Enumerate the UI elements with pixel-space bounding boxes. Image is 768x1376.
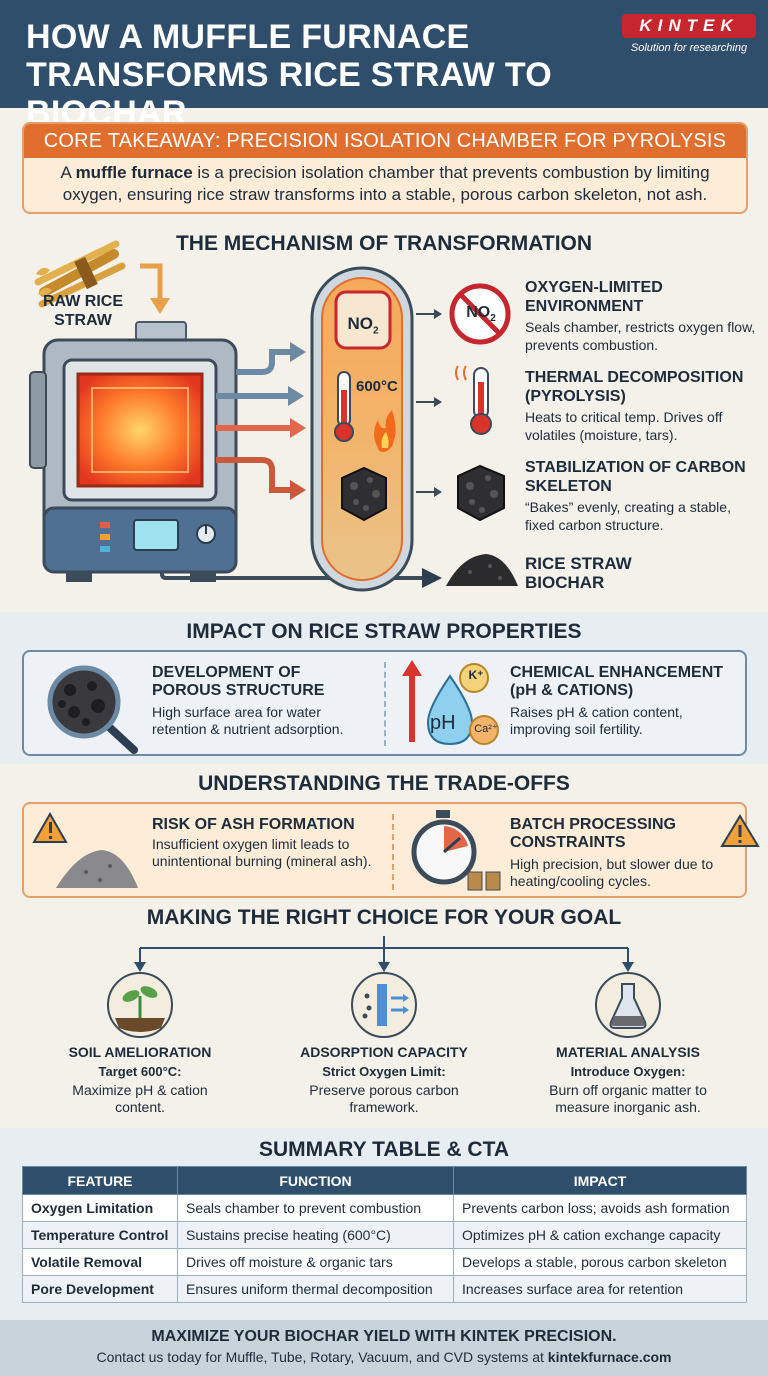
table-row: Pore Development Ensures uniform thermal… (22, 1275, 747, 1303)
chamber-no2-label: NO2 (347, 314, 379, 337)
mechanism-heading: THE MECHANISM OF TRANSFORMATION (175, 232, 593, 255)
step-3-title: STABILIZATION OF CARBON SKELETON (525, 459, 746, 495)
pyrolysis-chamber (310, 266, 414, 592)
column-header: FEATURE (22, 1166, 178, 1195)
goals-connector (134, 936, 634, 972)
warning-icon (720, 814, 760, 847)
no-oxygen-icon (449, 283, 511, 345)
tradeoff-2-text: High precision, but slower due to heatin… (510, 856, 714, 889)
table-cell: Volatile Removal (22, 1248, 178, 1276)
filter-adsorption-icon (351, 972, 417, 1038)
footer-cta: MAXIMIZE YOUR BIOCHAR YIELD WITH KINTEK … (0, 1320, 768, 1376)
column-header: IMPACT (453, 1166, 747, 1195)
summary-heading: SUMMARY TABLE & CTA (258, 1138, 510, 1161)
table-cell: Sustains precise heating (600°C) (177, 1221, 454, 1249)
summary-table: FEATURE FUNCTION IMPACT Oxygen Limitatio… (22, 1166, 747, 1303)
table-cell: Optimizes pH & cation exchange capacity (453, 1221, 747, 1249)
table-row: Volatile Removal Drives off moisture & o… (22, 1248, 747, 1276)
magnifier-porous-icon (47, 665, 138, 754)
step-1-text: Seals chamber, restricts oxygen flow, pr… (525, 319, 756, 353)
goal-3-title: MATERIAL ANALYSIS (556, 1044, 700, 1060)
core-bold-term: muffle furnace (75, 163, 193, 182)
impact-1-text: High surface area for water retention & … (152, 704, 344, 737)
tradeoff-divider (392, 814, 394, 890)
table-cell: Seals chamber to prevent combustion (177, 1194, 454, 1222)
goals-heading: MAKING THE RIGHT CHOICE FOR YOUR GOAL (146, 906, 622, 929)
stopwatch-icon (411, 810, 501, 891)
goal-2-text: Preserve porous carbon framework. (309, 1082, 459, 1115)
goal-2-title: ADSORPTION CAPACITY (300, 1044, 468, 1060)
tradeoffs-heading: UNDERSTANDING THE TRADE-OFFS (198, 772, 570, 795)
mechanism-illustration (29, 240, 518, 592)
website-link[interactable]: kintekfurnace.com (547, 1349, 672, 1365)
goal-1-text: Maximize pH & cation content. (72, 1082, 208, 1115)
logo-tagline: Solution for researching (630, 42, 748, 54)
ca-cation-label: Ca²⁺ (474, 723, 498, 735)
impact-heading: IMPACT ON RICE STRAW PROPERTIES (186, 620, 582, 643)
cta-text: Contact us today for Muffle, Tube, Rotar… (96, 1349, 672, 1365)
table-cell: Ensures uniform thermal decomposition (177, 1275, 454, 1303)
core-takeaway-text: A muffle furnace is a precision isolatio… (60, 163, 710, 204)
goal-1-title: SOIL AMELIORATION (68, 1044, 212, 1060)
table-header-row: FEATURE FUNCTION IMPACT (22, 1166, 747, 1195)
impact-2-text: Raises pH & cation content, improving so… (510, 704, 683, 737)
title-line-2: TRANSFORMS RICE STRAW TO BIOCHAR (26, 56, 553, 132)
page-title: HOW A MUFFLE FURNACE TRANSFORMS RICE STR… (26, 18, 616, 132)
tradeoff-1-title: RISK OF ASH FORMATION (152, 816, 355, 833)
table-cell: Oxygen Limitation (22, 1194, 178, 1222)
biochar-pile-icon (446, 554, 518, 586)
step-3-text: “Bakes” evenly, creating a stable, fixed… (525, 499, 731, 533)
impact-2-title: CHEMICAL ENHANCEMENT (pH & CATIONS) (510, 664, 724, 699)
kintek-logo[interactable]: KINTEK Solution for researching (622, 14, 756, 58)
k-cation-label: K⁺ (468, 668, 484, 682)
carbon-skeleton-icon (457, 464, 505, 522)
header-banner: HOW A MUFFLE FURNACE TRANSFORMS RICE STR… (0, 0, 768, 132)
plant-icon (107, 972, 173, 1038)
goal-3-text: Burn off organic matter to measure inorg… (549, 1082, 707, 1115)
tradeoff-2-title: BATCH PROCESSING CONSTRAINTS (510, 816, 676, 851)
step-2-text: Heats to critical temp. Drives off volat… (525, 409, 723, 443)
step-2-title: THERMAL DECOMPOSITION (PYROLYSIS) (525, 369, 744, 405)
core-takeaway-heading: CORE TAKEAWAY: PRECISION ISOLATION CHAMB… (24, 124, 746, 158)
logo-badge: KINTEK (622, 14, 756, 38)
ph-label: pH (430, 712, 456, 734)
muffle-furnace-icon (29, 321, 238, 582)
table-row: Oxygen Limitation Seals chamber to preve… (22, 1194, 747, 1222)
thermometer-icon (455, 365, 492, 435)
tradeoff-1-text: Insufficient oxygen limit leads to unint… (152, 836, 372, 869)
flask-icon (595, 972, 661, 1038)
goal-2-sub: Strict Oxygen Limit: (322, 1064, 446, 1079)
mechanism-section: NO2 600°C NO2 RAW RICE STRAW OXYGEN-LIMI… (0, 222, 768, 610)
rice-straw-icon (34, 240, 126, 308)
table-cell: Pore Development (22, 1275, 178, 1303)
table-cell: Temperature Control (22, 1221, 178, 1249)
raw-rice-straw-label: RAW RICE STRAW (43, 293, 123, 329)
title-line-1: HOW A MUFFLE FURNACE (26, 18, 470, 56)
cta-headline: MAXIMIZE YOUR BIOCHAR YIELD WITH KINTEK … (151, 1328, 617, 1345)
table-cell: Drives off moisture & organic tars (177, 1248, 454, 1276)
table-cell: Develops a stable, porous carbon skeleto… (453, 1248, 747, 1276)
no-oxygen-icon-label: NO2 (466, 304, 496, 325)
table-cell: Prevents carbon loss; avoids ash formati… (453, 1194, 747, 1222)
impact-1-title: DEVELOPMENT OF POROUS STRUCTURE (152, 664, 325, 699)
impact-divider (384, 662, 386, 746)
impact-card: DEVELOPMENT OF POROUS STRUCTURE High sur… (22, 650, 747, 756)
tradeoffs-card: RISK OF ASH FORMATION Insufficient oxyge… (22, 802, 760, 898)
ph-cations-icon (402, 660, 499, 746)
step-1-title: OXYGEN-LIMITED ENVIRONMENT (525, 279, 663, 315)
chamber-temp-label: 600°C (356, 378, 398, 395)
table-cell: Increases surface area for retention (453, 1275, 747, 1303)
table-row: Temperature Control Sustains precise hea… (22, 1221, 747, 1249)
column-header: FUNCTION (177, 1166, 454, 1195)
goal-1-sub: Target 600°C: (98, 1064, 182, 1079)
ash-risk-icon (32, 811, 138, 888)
core-takeaway-box: CORE TAKEAWAY: PRECISION ISOLATION CHAMB… (22, 122, 748, 214)
goal-3-sub: Introduce Oxygen: (570, 1064, 686, 1079)
biochar-output-label: RICE STRAW BIOCHAR (525, 554, 632, 592)
